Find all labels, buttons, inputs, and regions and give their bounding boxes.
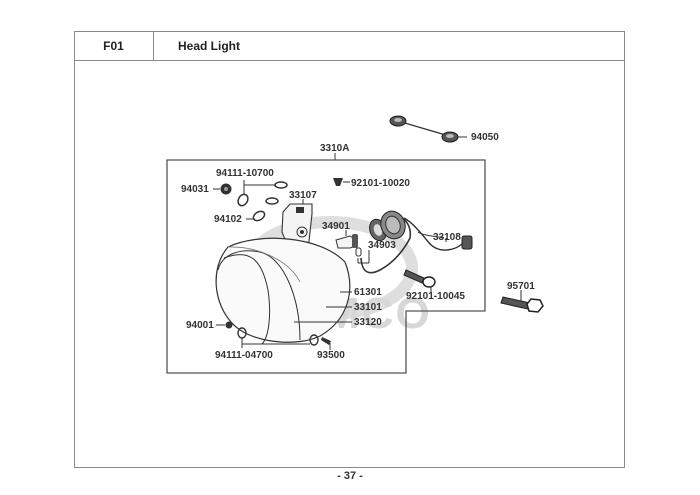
- part-94102: [246, 197, 279, 222]
- part-34903: [355, 247, 370, 264]
- part-33108: [360, 217, 473, 274]
- part-94111-10700: [237, 180, 288, 207]
- page-frame: [74, 31, 625, 468]
- label-33120: 33120: [354, 317, 382, 328]
- label-94031: 94031: [181, 184, 209, 195]
- label-92101-10020: 92101-10020: [351, 178, 410, 189]
- label-34903: 34903: [368, 240, 396, 251]
- label-34901: 34901: [322, 221, 350, 232]
- label-33107: 33107: [289, 190, 317, 201]
- part-94031: [213, 183, 232, 195]
- section-title-text: Head Light: [178, 39, 240, 53]
- part-95701: [500, 290, 544, 313]
- part-94001: [216, 321, 233, 329]
- label-94111-10700: 94111-10700: [216, 168, 274, 179]
- headlight-housing: [215, 237, 351, 345]
- label-94102: 94102: [214, 214, 242, 225]
- bulb-socket: [369, 210, 406, 242]
- part-94050: [389, 115, 467, 143]
- label-33108: 33108: [433, 232, 461, 243]
- label-94001: 94001: [186, 320, 214, 331]
- part-92101-10045: [403, 269, 436, 293]
- label-95701: 95701: [507, 281, 535, 292]
- page-number: - 37 -: [337, 470, 363, 482]
- label-61301: 61301: [354, 287, 382, 298]
- section-code-text: F01: [103, 39, 124, 53]
- section-code: F01: [74, 31, 154, 61]
- label-93500: 93500: [317, 350, 345, 361]
- label-33101: 33101: [354, 302, 382, 313]
- label-94111-04700: 94111-04700: [215, 350, 273, 361]
- part-94111-04700: [237, 327, 319, 348]
- label-94050: 94050: [471, 132, 499, 143]
- part-93500: [321, 337, 331, 350]
- label-3310A: 3310A: [320, 143, 349, 154]
- part-92101-10020: [333, 178, 350, 186]
- section-title: Head Light: [178, 31, 240, 61]
- label-92101-10045: 92101-10045: [406, 291, 465, 302]
- header-row: [74, 31, 625, 61]
- assembly-outline: [166, 159, 486, 374]
- part-34901: [335, 230, 358, 249]
